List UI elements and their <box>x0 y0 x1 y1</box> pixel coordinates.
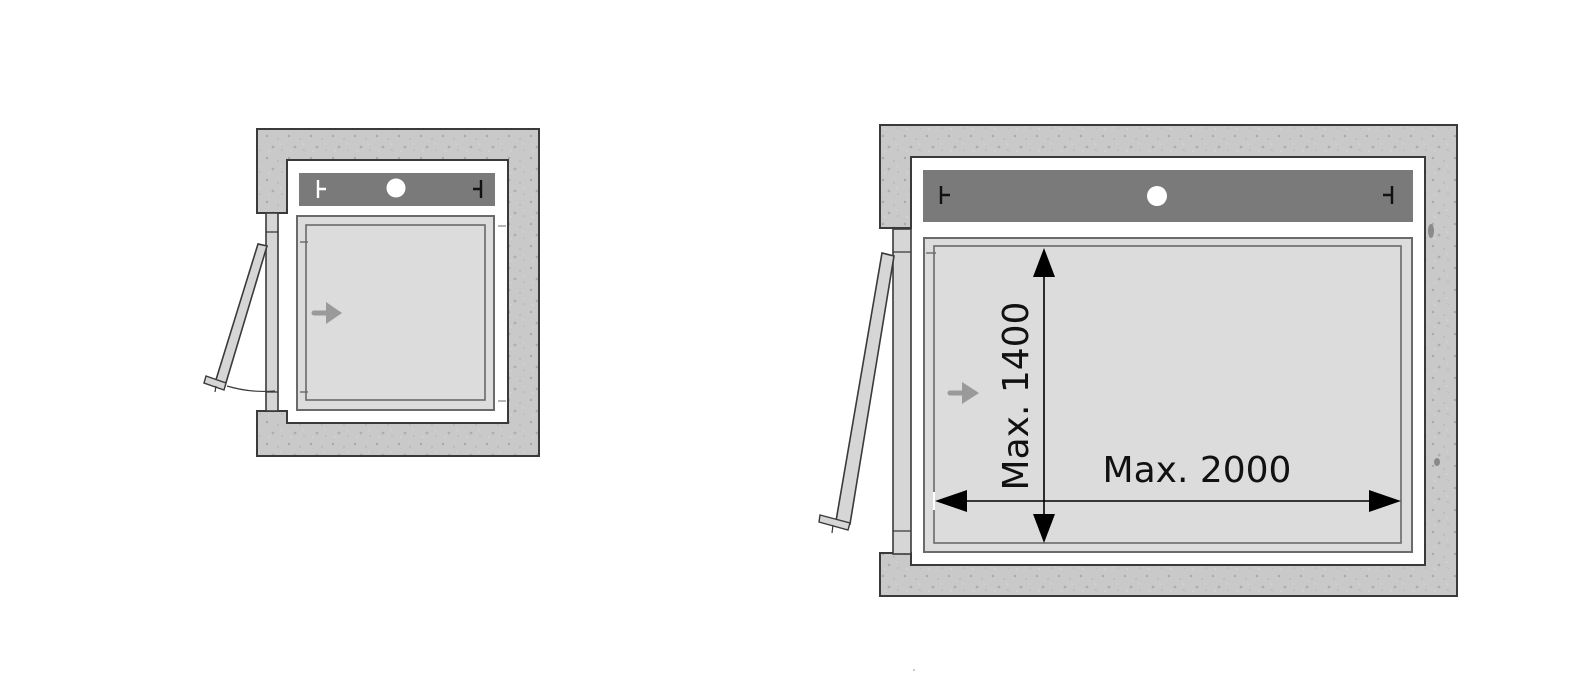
door-frame-mark <box>893 251 911 532</box>
door-icon <box>203 243 276 393</box>
door-frame <box>265 212 279 412</box>
dimension-arrowhead-right <box>1369 490 1401 512</box>
guide-rail-bar <box>923 170 1413 222</box>
dimension-arrowhead-left <box>935 490 967 512</box>
rail-bracket-right <box>1383 186 1394 204</box>
platform-inner <box>305 224 486 401</box>
door-frame-mark <box>266 231 278 393</box>
wall-blemish <box>1434 458 1440 466</box>
wall-blemish <box>1428 224 1434 238</box>
door-swing-arc <box>226 385 276 393</box>
door-icon <box>818 252 895 534</box>
dimension-arrowhead-top <box>1033 248 1055 277</box>
shaft-inner-edge <box>286 159 509 424</box>
rail-bracket-left <box>316 180 326 198</box>
shaft-inner-edge <box>910 156 1426 566</box>
dimension-depth: Max. 1400 <box>996 248 1055 543</box>
dimension-width: Max. 2000 <box>933 450 1401 512</box>
large-shaft-plan: Max. 2000 Max. 1400 <box>818 124 1458 597</box>
dimension-arrowhead-bottom <box>1033 514 1055 543</box>
dimension-label-width: Max. 2000 <box>1103 450 1292 491</box>
platform-inner <box>933 245 1402 544</box>
door-frame <box>892 228 912 555</box>
arrow-right-icon <box>947 382 979 404</box>
rail-bracket-left <box>939 186 950 204</box>
rail-bracket-right <box>473 180 483 198</box>
arrow-right-icon <box>311 302 342 324</box>
dimension-label-depth: Max. 1400 <box>996 302 1037 491</box>
small-shaft-plan <box>203 128 540 457</box>
rail-mount-circle-icon <box>386 178 406 198</box>
platform-edge-mark-right <box>498 225 506 402</box>
stray-dot <box>913 669 915 671</box>
rail-mount-circle-icon <box>1147 186 1167 206</box>
platform-outer <box>923 237 1413 553</box>
platform-outer <box>296 215 495 411</box>
